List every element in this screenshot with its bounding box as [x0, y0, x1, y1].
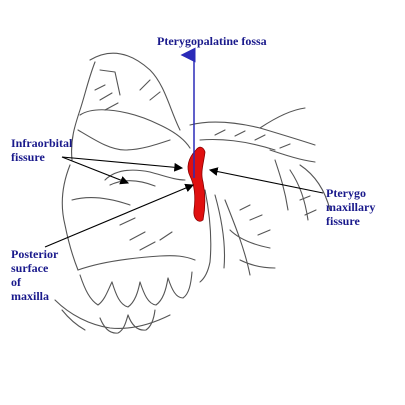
label-line: fissure [326, 214, 360, 228]
label-posterior-surface-of-maxilla: Posterior surface of maxilla [11, 247, 58, 303]
label-line: surface [11, 261, 49, 275]
label-line: Pterygo [326, 186, 366, 200]
fissure-highlight [187, 146, 206, 222]
label-line: of [11, 275, 21, 289]
label-line: Posterior [11, 247, 59, 261]
label-line: maxillary [326, 200, 376, 214]
label-pterygopalatine-fossa: Pterygopalatine fossa [157, 34, 267, 48]
label-line: fissure [11, 150, 45, 164]
leader-arrow-icon [44, 156, 324, 248]
skull-outline [54, 52, 331, 334]
label-pterygomaxillary-fissure: Pterygo maxillary fissure [326, 186, 375, 228]
label-line: Infraorbital [11, 136, 73, 150]
label-pterygopalatine-fossa-text: Pterygopalatine fossa [157, 34, 267, 48]
label-line: maxilla [11, 289, 49, 303]
label-infraorbital-fissure: Infraorbital fissure [11, 136, 72, 164]
